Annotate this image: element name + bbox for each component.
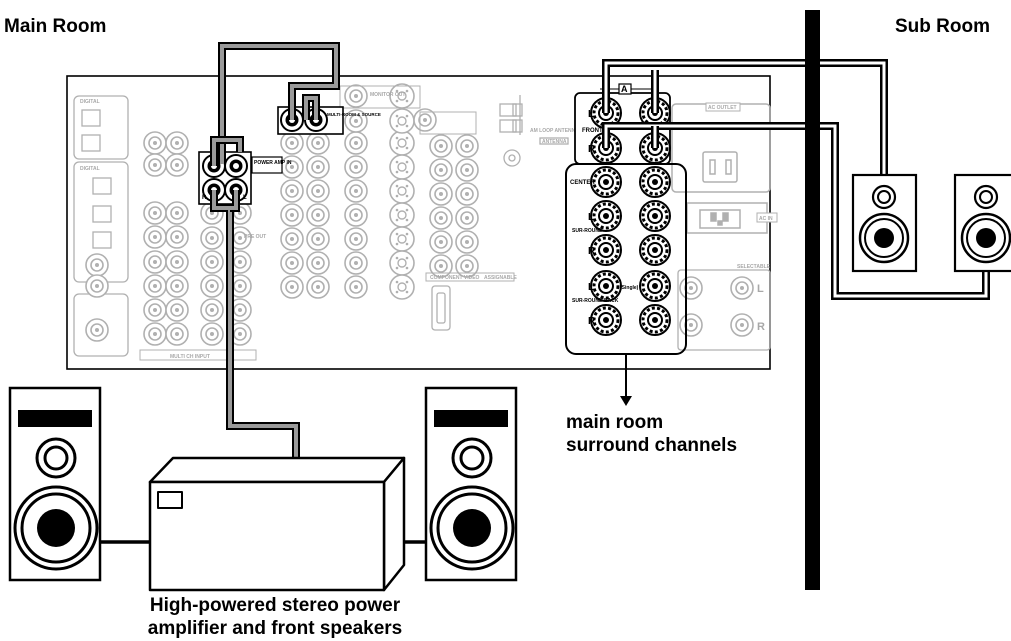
pai-l-label: L xyxy=(243,195,247,201)
digital-label-2: DIGITAL xyxy=(80,166,100,172)
digital-label: DIGITAL xyxy=(80,99,100,105)
pre-out-label: PRE OUT xyxy=(244,234,266,240)
amp-caption-line1: High-powered stereo power xyxy=(90,594,460,617)
surround-caption-line1: main room xyxy=(566,411,663,434)
power-amp-in-label: POWER AMP IN xyxy=(254,160,292,166)
front-l-label: L xyxy=(588,109,594,120)
sub-room-speaker-left xyxy=(853,175,916,271)
surround-r-label: R xyxy=(588,246,596,257)
main-speaker-right xyxy=(426,388,516,580)
surround-back-r-label: R xyxy=(588,316,596,327)
monitor-out-label: MONITOR OUT xyxy=(370,92,405,98)
multi-room-label: MULTI-ROOM & SOURCE xyxy=(327,112,381,117)
receiver-rear-panel: DIGITAL DIGITAL MULTI CH INPUT PRE OUT xyxy=(67,76,777,369)
surround-caption-line2: surround channels xyxy=(566,434,737,457)
amp-caption-line2: amplifier and front speakers xyxy=(90,617,460,640)
selectable-label: SELECTABLE xyxy=(737,264,771,270)
terminal-a-label: A xyxy=(621,84,628,94)
antenna-label: ANTENNA xyxy=(542,139,567,145)
selectable-r: R xyxy=(757,321,765,333)
surround-back-label: SUR-ROUND BACK xyxy=(572,298,619,304)
multi-ch-input-label: MULTI CH INPUT xyxy=(170,354,210,360)
front-label: FRONT xyxy=(582,128,603,134)
selectable-l: L xyxy=(757,283,764,295)
ac-outlet-label: AC OUTLET xyxy=(708,105,737,111)
center-label: CENTER xyxy=(570,180,595,186)
main-speaker-left xyxy=(10,388,100,580)
surround-l-label: L xyxy=(588,212,594,223)
ac-in-label: AC IN xyxy=(759,216,773,222)
am-loop-label: AM LOOP ANTENNA xyxy=(530,128,579,134)
wall-divider xyxy=(805,10,820,590)
assignable-label: ASSIGNABLE xyxy=(484,275,517,281)
power-amplifier xyxy=(150,458,404,590)
component-video-label: COMPONENT VIDEO xyxy=(430,275,480,281)
surround-label: SUR-ROUND xyxy=(572,228,603,234)
sub-room-speaker-right xyxy=(955,175,1011,271)
surround-back-l-label: L xyxy=(588,282,594,293)
single-label: (Single) xyxy=(620,285,639,291)
front-r-label: R xyxy=(588,144,596,155)
sub-room-label: Sub Room xyxy=(895,16,990,38)
main-room-label: Main Room xyxy=(4,16,106,38)
pai-r-label: R xyxy=(202,195,207,201)
